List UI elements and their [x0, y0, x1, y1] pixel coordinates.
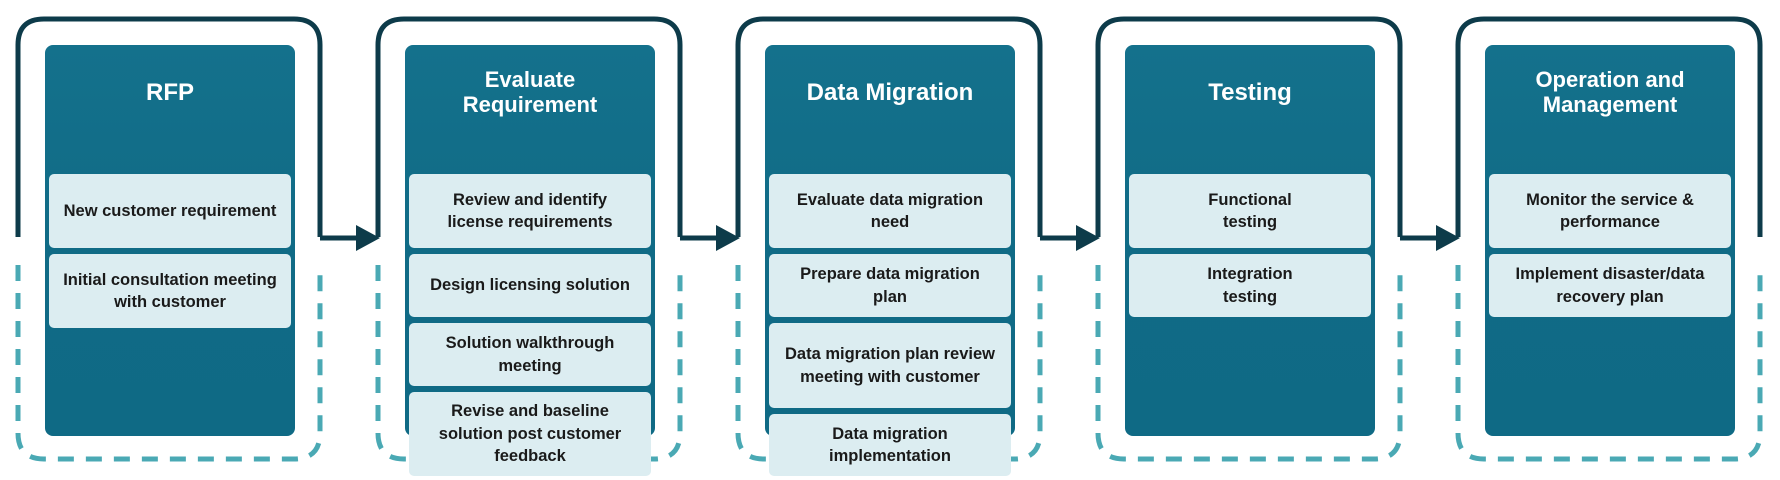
step-card: Functional testing	[1129, 174, 1371, 248]
stage-title: Operation and Management	[1535, 67, 1685, 117]
step-card: Prepare data migration plan	[769, 254, 1011, 317]
stage-panel-evaluate-requirement: Evaluate Requirement Review and identify…	[405, 45, 655, 476]
stage-title: Data Migration	[806, 78, 974, 106]
frame-outline-solid	[735, 16, 1043, 237]
step-card: New customer requirement	[49, 174, 291, 248]
step-card: Design licensing solution	[409, 254, 651, 317]
step-card: Initial consultation meeting with custom…	[49, 254, 291, 328]
stage-title: Testing	[1208, 78, 1292, 106]
stage-panel-testing: Testing Functional testing Integration t…	[1125, 45, 1375, 436]
stage-panel-data-migration: Data Migration Evaluate data migration n…	[765, 45, 1015, 476]
frame-outline-dashed	[375, 265, 683, 462]
frame-outline-solid	[1455, 16, 1763, 237]
step-card: Data migration implementation	[769, 414, 1011, 476]
step-card: Revise and baseline solution post custom…	[409, 392, 651, 476]
arrow-head-icon	[1436, 225, 1460, 251]
frame-outline-dashed	[15, 265, 323, 462]
step-card: Solution walkthrough meeting	[409, 323, 651, 386]
arrow-head-icon	[1076, 225, 1100, 251]
frame-outline-solid	[15, 16, 323, 237]
arrow-head-icon	[716, 225, 740, 251]
stage-title: Evaluate Requirement	[462, 67, 598, 117]
step-card: Data migration plan review meeting with …	[769, 323, 1011, 408]
arrow-head-icon	[356, 225, 380, 251]
frame-outline-solid	[375, 16, 683, 237]
stage-panel-rfp: RFP New customer requirement Initial con…	[45, 45, 295, 436]
frame-outline-dashed	[1095, 265, 1403, 462]
frame-outline-dashed	[1455, 265, 1763, 462]
step-card: Monitor the service & performance	[1489, 174, 1731, 248]
step-card: Implement disaster/data recovery plan	[1489, 254, 1731, 317]
frame-outline-solid	[1095, 16, 1403, 237]
step-card: Evaluate data migration need	[769, 174, 1011, 248]
frame-outline-dashed	[735, 265, 1043, 462]
step-card: Review and identify license requirements	[409, 174, 651, 248]
stage-title: RFP	[146, 78, 194, 106]
step-card: Integration testing	[1129, 254, 1371, 317]
stage-panel-operation-and-management: Operation and Management Monitor the ser…	[1485, 45, 1735, 436]
